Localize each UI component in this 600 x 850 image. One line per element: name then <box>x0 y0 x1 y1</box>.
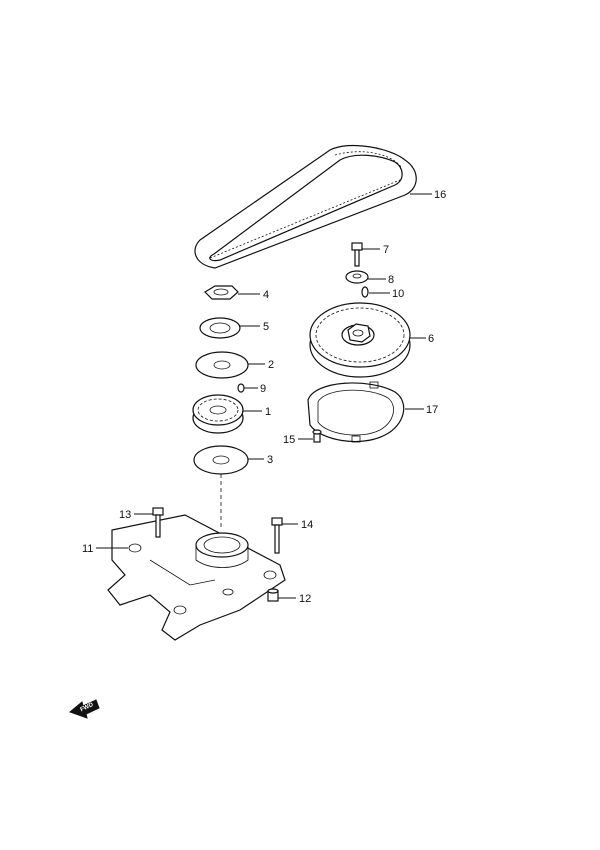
callout-15: 15 <box>283 434 295 446</box>
lock-washer-icon <box>199 317 241 339</box>
lower-washer-icon <box>193 445 249 475</box>
pulley-gear-icon <box>309 302 411 378</box>
bracket-bolt-icon <box>152 507 164 538</box>
washer-icon <box>345 270 369 284</box>
callout-13: 13 <box>119 509 131 521</box>
callout-5: 5 <box>263 321 269 333</box>
callout-4: 4 <box>263 289 269 301</box>
mounting-bracket-icon <box>107 514 286 641</box>
callout-16: 16 <box>434 189 446 201</box>
screw-icon <box>312 429 322 443</box>
callout-17: 17 <box>426 404 438 416</box>
side-bolt-icon <box>271 517 283 554</box>
timing-belt-icon <box>194 144 417 269</box>
plate-washer-icon <box>195 351 249 379</box>
plate-ring-icon <box>307 381 405 443</box>
fwd-label: FWD <box>80 702 96 713</box>
nut-icon <box>204 285 239 300</box>
callout-7: 7 <box>383 244 389 256</box>
bushing-icon <box>267 588 279 602</box>
callout-9: 9 <box>260 383 266 395</box>
bolt-icon <box>351 242 363 267</box>
drive-gear-icon <box>192 394 244 434</box>
callout-3: 3 <box>267 454 273 466</box>
callout-1: 1 <box>265 406 271 418</box>
callout-6: 6 <box>428 333 434 345</box>
key-small-icon <box>237 383 245 393</box>
callout-10: 10 <box>392 288 404 300</box>
callout-14: 14 <box>301 519 313 531</box>
callout-2: 2 <box>268 359 274 371</box>
callout-11: 11 <box>82 543 93 555</box>
key-icon <box>361 286 369 298</box>
callout-12: 12 <box>299 593 311 605</box>
fwd-arrow-icon: FWD <box>69 699 100 719</box>
callout-8: 8 <box>388 274 394 286</box>
